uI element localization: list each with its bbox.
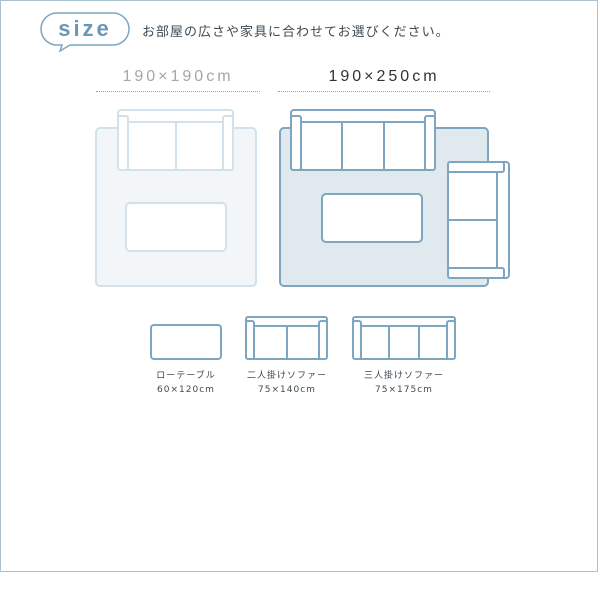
page-frame [0,0,598,572]
legend-size: 60×120cm [157,385,215,395]
low-table-large [321,193,423,243]
two-seat-sofa-side [496,161,510,279]
rug-size-label-small: 190×190cm [122,68,234,85]
rug-small-layout [95,109,257,287]
speech-bubble-icon [40,12,130,52]
legend-name: 三人掛けソファー [363,371,444,381]
size-badge-text: size [58,16,112,41]
legend-name: ローテーブル [156,371,216,381]
rug-size-label-large: 190×250cm [328,68,440,85]
page-heading: お部屋の広さや家具に合わせてお選びください。 [142,25,450,40]
rug-size-divider-small [96,91,260,92]
legend-three-seat-sofa [352,316,456,360]
legend-caption-low-table: ローテーブル 60×120cm [136,369,236,397]
layout-illustration [95,109,510,360]
three-seat-sofa-large [290,109,436,123]
legend-furniture [150,316,456,360]
legend-name: 二人掛けソファー [246,371,327,381]
rug-large-layout [279,109,510,287]
legend-size: 75×140cm [258,385,316,395]
rug-size-divider-large [278,91,490,92]
legend-caption-three-seat-sofa: 三人掛けソファー 75×175cm [349,369,459,397]
legend-low-table [150,324,222,360]
two-seat-sofa-small [117,109,234,123]
legend-caption-two-seat-sofa: 二人掛けソファー 75×140cm [232,369,342,397]
legend-size: 75×175cm [375,385,433,395]
size-badge: size [40,12,130,52]
legend-two-seat-sofa [245,316,328,360]
low-table-small [125,202,227,252]
